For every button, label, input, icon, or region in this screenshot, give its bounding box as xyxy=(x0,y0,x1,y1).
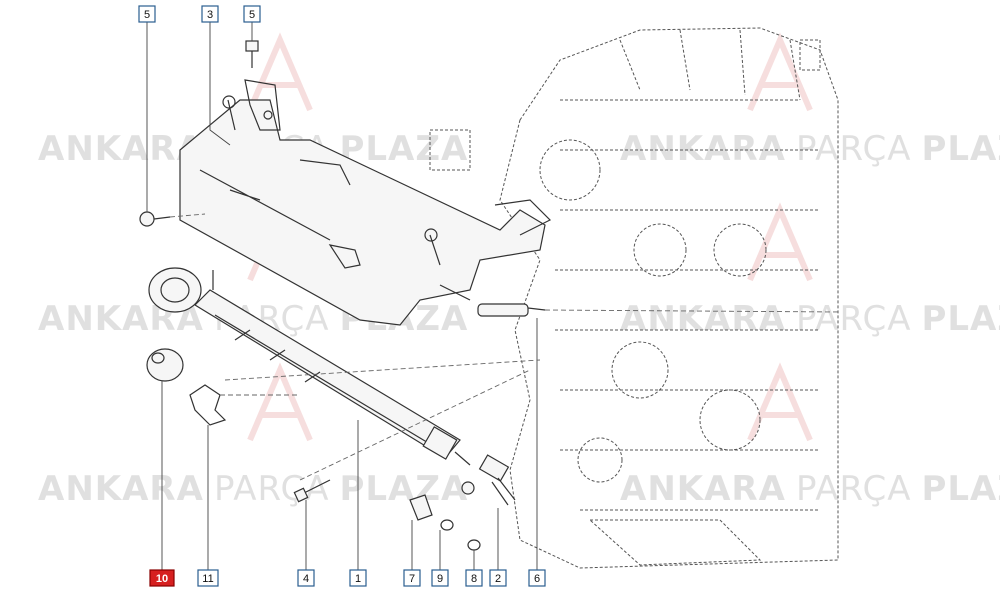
callout-11: 11 xyxy=(197,569,219,587)
stud-6 xyxy=(477,303,841,317)
svg-text:1: 1 xyxy=(355,573,361,585)
screw-4 xyxy=(293,479,331,503)
damper-10 xyxy=(146,348,184,382)
clip-7 xyxy=(409,494,433,521)
svg-text:9: 9 xyxy=(437,573,443,585)
svg-text:6: 6 xyxy=(534,573,540,585)
seal-9 xyxy=(440,519,454,531)
injector-2 xyxy=(461,454,516,506)
heat-shield-cover xyxy=(179,79,552,326)
bolt-5-left xyxy=(139,211,206,227)
callout-3: 3 xyxy=(201,5,219,23)
svg-text:2: 2 xyxy=(495,573,501,585)
callout-5-top-left: 5 xyxy=(138,5,156,23)
callout-4: 4 xyxy=(297,569,315,587)
callout-1: 1 xyxy=(349,569,367,587)
callout-2: 2 xyxy=(489,569,507,587)
seal-8 xyxy=(467,539,481,551)
callout-8: 8 xyxy=(465,569,483,587)
callout-5-top-right: 5 xyxy=(243,5,261,23)
leader-lines xyxy=(146,22,541,570)
svg-text:4: 4 xyxy=(303,573,309,585)
fuel-rail xyxy=(148,267,471,466)
svg-text:5: 5 xyxy=(249,9,255,21)
callout-9: 9 xyxy=(431,569,449,587)
bolt-5-top xyxy=(245,40,259,68)
callout-10[interactable]: 10 xyxy=(149,569,175,587)
svg-text:8: 8 xyxy=(471,573,477,585)
callout-7: 7 xyxy=(403,569,421,587)
engine-block xyxy=(429,27,839,569)
svg-text:7: 7 xyxy=(409,573,415,585)
svg-text:11: 11 xyxy=(202,573,213,585)
clip-11 xyxy=(189,384,300,426)
svg-text:3: 3 xyxy=(207,9,213,21)
svg-text:5: 5 xyxy=(144,9,150,21)
svg-text:10: 10 xyxy=(156,573,168,585)
callout-6: 6 xyxy=(528,569,546,587)
